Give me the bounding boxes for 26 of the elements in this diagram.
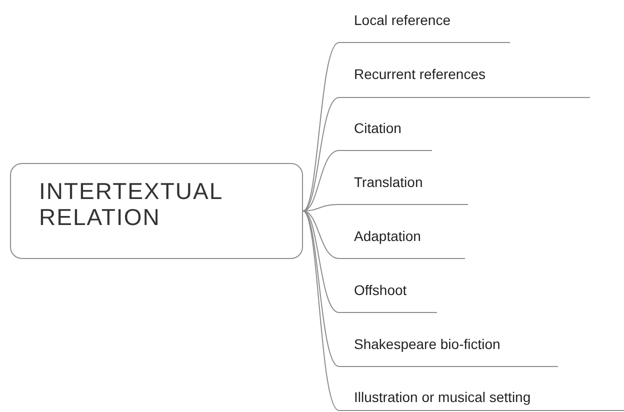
- branch-topic: [339, 174, 468, 205]
- branch-label: Citation: [354, 120, 402, 136]
- branch-label: Translation: [354, 174, 423, 190]
- branch-label: Offshoot: [354, 282, 407, 298]
- branch-connector: [302, 42, 340, 212]
- branch-topic: [339, 12, 510, 43]
- branch-topic: [339, 336, 558, 367]
- branch-label: Adaptation: [354, 228, 421, 244]
- branch-connector: [302, 210, 340, 367]
- branch-connector: [302, 210, 340, 313]
- branch-connector: [302, 97, 340, 212]
- branch-connector: [302, 210, 340, 259]
- branch-connector: [302, 204, 340, 212]
- branch-label: Illustration or musical setting: [354, 389, 531, 405]
- branch-label: Local reference: [354, 12, 451, 28]
- branch-topic: [339, 120, 432, 151]
- branch-label: Recurrent references: [354, 66, 486, 82]
- branch-topic: [339, 66, 590, 98]
- topic-label: INTERTEXTUAL RELATION: [39, 178, 222, 230]
- branch-connector: [302, 150, 340, 212]
- branch-topic: [339, 389, 624, 411]
- branch-topic: [339, 228, 465, 259]
- branch-connector: [302, 210, 340, 411]
- branch-topic: [339, 282, 437, 313]
- branch-label: Shakespeare bio-fiction: [354, 336, 500, 352]
- topic-box: [10, 163, 303, 259]
